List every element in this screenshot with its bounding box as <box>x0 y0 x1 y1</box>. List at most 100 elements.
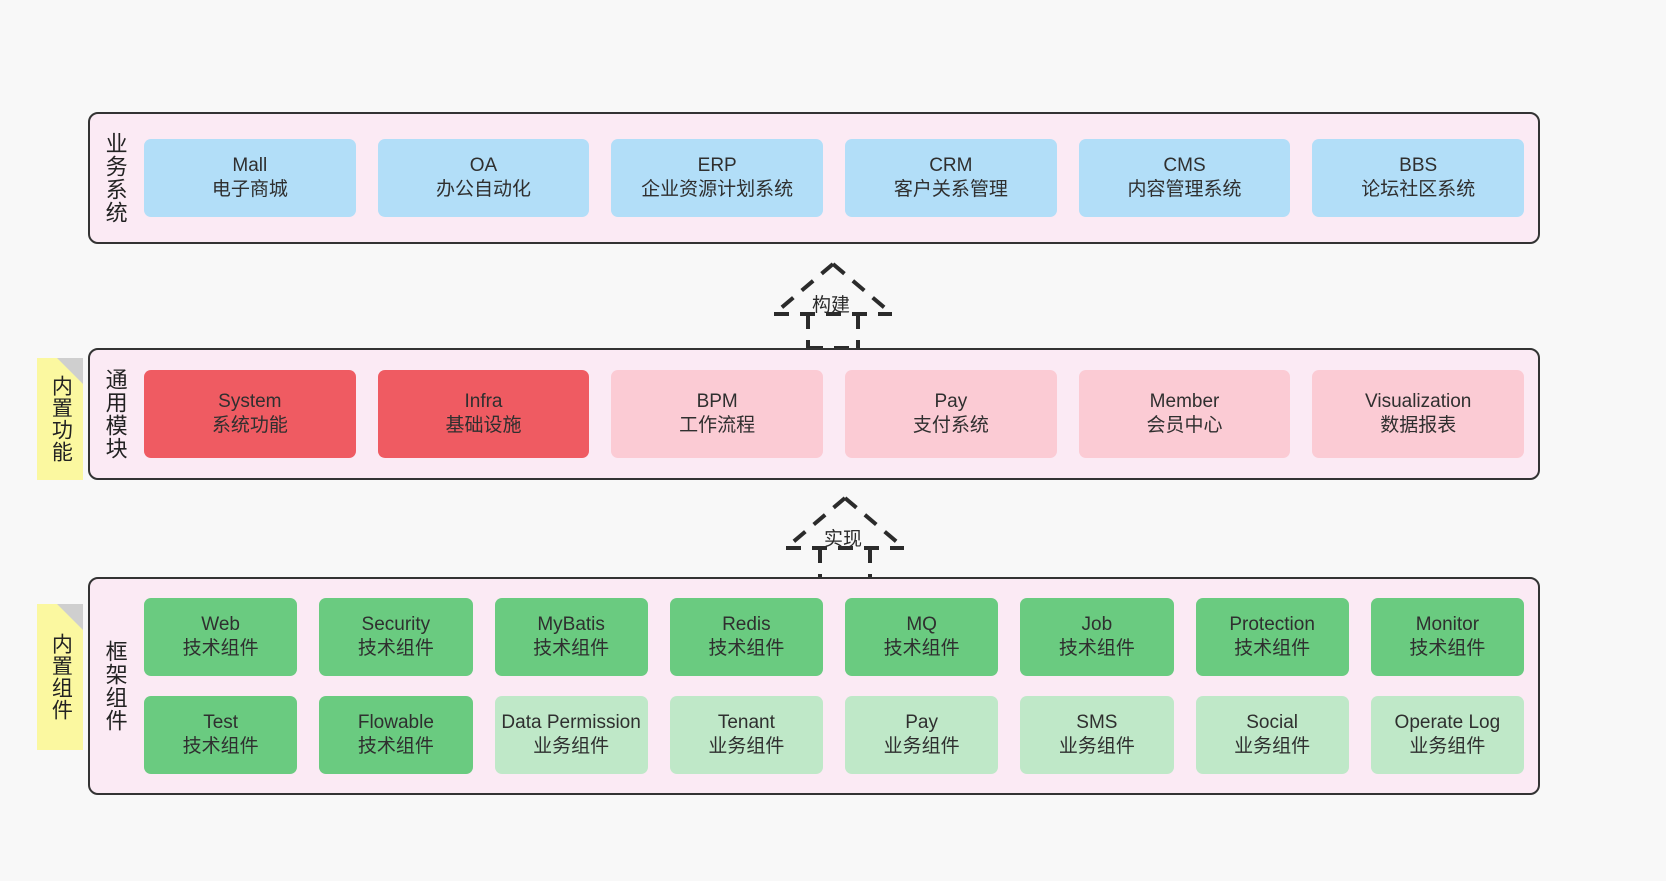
node-title-cn: 业务组件 <box>708 736 785 757</box>
node-system[interactable]: System 系统功能 <box>144 370 356 458</box>
node-pay-module[interactable]: Pay 支付系统 <box>845 370 1057 458</box>
node-title-cn: 支付系统 <box>912 415 989 436</box>
node-flowable[interactable]: Flowable 技术组件 <box>319 696 473 774</box>
node-title-en: System <box>218 391 282 413</box>
node-title-en: ERP <box>697 155 737 177</box>
node-title-cn: 内容管理系统 <box>1127 179 1242 200</box>
layer-common-modules: 通用模块 System 系统功能 Infra 基础设施 BPM 工作流程 Pay… <box>88 348 1540 480</box>
layer-body-business: Mall 电子商城 OA 办公自动化 ERP 企业资源计划系统 CRM 客户关系… <box>140 114 1538 242</box>
node-title-en: Pay <box>905 712 938 734</box>
node-title-cn: 技术组件 <box>708 638 785 659</box>
node-title-en: SMS <box>1076 712 1118 734</box>
node-mybatis[interactable]: MyBatis 技术组件 <box>494 598 648 676</box>
node-title-cn: 系统功能 <box>211 415 288 436</box>
node-title-en: Redis <box>722 614 771 636</box>
node-title-en: Mall <box>232 155 268 177</box>
node-title-cn: 技术组件 <box>357 638 434 659</box>
layer-body-framework: Web 技术组件 Security 技术组件 MyBatis 技术组件 Redi… <box>140 579 1538 793</box>
node-title-cn: 技术组件 <box>357 736 434 757</box>
node-job[interactable]: Job 技术组件 <box>1020 598 1174 676</box>
node-title-cn: 论坛社区系统 <box>1361 179 1476 200</box>
sticky-note-label: 内置组件 <box>49 633 73 721</box>
node-data-permission[interactable]: Data Permission 业务组件 <box>494 696 648 774</box>
node-test[interactable]: Test 技术组件 <box>144 696 298 774</box>
layer-title-business: 业务系统 <box>102 132 128 224</box>
node-bpm[interactable]: BPM 工作流程 <box>611 370 824 458</box>
node-title-en: CMS <box>1163 155 1206 177</box>
node-title-en: MyBatis <box>537 614 605 636</box>
node-title-cn: 企业资源计划系统 <box>641 179 794 200</box>
node-title-cn: 技术组件 <box>533 638 610 659</box>
node-title-en: Test <box>203 712 239 734</box>
node-title-cn: 会员中心 <box>1146 415 1223 436</box>
node-title-cn: 业务组件 <box>1409 736 1486 757</box>
node-security[interactable]: Security 技术组件 <box>319 598 473 676</box>
node-title-cn: 办公自动化 <box>436 179 532 200</box>
node-title-en: Social <box>1246 712 1298 734</box>
node-title-en: OA <box>469 155 498 177</box>
node-infra[interactable]: Infra 基础设施 <box>377 370 590 458</box>
node-web[interactable]: Web 技术组件 <box>144 598 298 676</box>
node-title-en: Flowable <box>357 712 434 734</box>
node-title-cn: 工作流程 <box>679 415 756 436</box>
node-title-cn: 技术组件 <box>1409 638 1486 659</box>
node-title-cn: 数据报表 <box>1380 415 1457 436</box>
node-title-cn: 业务组件 <box>883 736 960 757</box>
node-title-en: Security <box>361 614 431 636</box>
node-title-en: CRM <box>929 155 973 177</box>
node-social[interactable]: Social 业务组件 <box>1195 696 1349 774</box>
sticky-note-builtin-features: 内置功能 <box>37 358 83 480</box>
sticky-fold-corner-icon <box>57 604 83 630</box>
node-crm[interactable]: CRM 客户关系管理 <box>845 139 1057 217</box>
node-visualization[interactable]: Visualization 数据报表 <box>1312 370 1525 458</box>
node-title-en: Data Permission <box>501 712 641 734</box>
node-title-en: Infra <box>464 391 503 413</box>
node-title-cn: 技术组件 <box>1234 638 1311 659</box>
node-cms[interactable]: CMS 内容管理系统 <box>1078 139 1291 217</box>
node-monitor[interactable]: Monitor 技术组件 <box>1370 598 1524 676</box>
node-title-en: Web <box>201 614 240 636</box>
node-tenant[interactable]: Tenant 业务组件 <box>669 696 823 774</box>
node-title-cn: 业务组件 <box>1234 736 1311 757</box>
node-bbs[interactable]: BBS 论坛社区系统 <box>1312 139 1525 217</box>
node-erp[interactable]: ERP 企业资源计划系统 <box>611 139 824 217</box>
node-redis[interactable]: Redis 技术组件 <box>669 598 823 676</box>
node-title-en: BPM <box>696 391 738 413</box>
connector-build-label: 构建 <box>812 295 851 316</box>
node-title-cn: 技术组件 <box>1058 638 1135 659</box>
node-title-en: Job <box>1081 614 1113 636</box>
node-title-cn: 业务组件 <box>533 736 610 757</box>
node-title-en: Member <box>1149 391 1220 413</box>
sticky-note-builtin-components: 内置组件 <box>37 604 83 750</box>
layer-title-framework: 框架组件 <box>102 640 128 732</box>
node-mall[interactable]: Mall 电子商城 <box>144 139 356 217</box>
layer-title-modules: 通用模块 <box>102 368 128 460</box>
node-pay-component[interactable]: Pay 业务组件 <box>845 696 999 774</box>
node-title-en: Pay <box>934 391 968 413</box>
layer-framework-components: 框架组件 Web 技术组件 Security 技术组件 MyBatis 技术组件… <box>88 577 1540 795</box>
connector-implement-label: 实现 <box>824 529 863 550</box>
node-row: Web 技术组件 Security 技术组件 MyBatis 技术组件 Redi… <box>144 598 1524 676</box>
node-title-cn: 技术组件 <box>883 638 960 659</box>
node-title-en: MQ <box>906 614 937 636</box>
node-title-en: Monitor <box>1415 614 1480 636</box>
node-title-en: Visualization <box>1365 391 1472 413</box>
node-sms[interactable]: SMS 业务组件 <box>1020 696 1174 774</box>
node-member[interactable]: Member 会员中心 <box>1078 370 1291 458</box>
node-title-en: Tenant <box>717 712 775 734</box>
node-title-cn: 客户关系管理 <box>893 179 1008 200</box>
node-row: Mall 电子商城 OA 办公自动化 ERP 企业资源计划系统 CRM 客户关系… <box>144 139 1525 217</box>
node-protection[interactable]: Protection 技术组件 <box>1195 598 1349 676</box>
node-title-en: BBS <box>1399 155 1438 177</box>
node-title-cn: 业务组件 <box>1058 736 1135 757</box>
layer-business-system: 业务系统 Mall 电子商城 OA 办公自动化 ERP 企业资源计划系统 CRM… <box>88 112 1540 244</box>
node-operate-log[interactable]: Operate Log 业务组件 <box>1370 696 1524 774</box>
node-mq[interactable]: MQ 技术组件 <box>845 598 999 676</box>
node-row: System 系统功能 Infra 基础设施 BPM 工作流程 Pay 支付系统… <box>144 370 1525 458</box>
node-row: Test 技术组件 Flowable 技术组件 Data Permission … <box>144 696 1524 774</box>
node-title-cn: 技术组件 <box>182 638 259 659</box>
node-title-en: Protection <box>1229 614 1315 636</box>
node-title-cn: 基础设施 <box>445 415 522 436</box>
node-oa[interactable]: OA 办公自动化 <box>377 139 590 217</box>
